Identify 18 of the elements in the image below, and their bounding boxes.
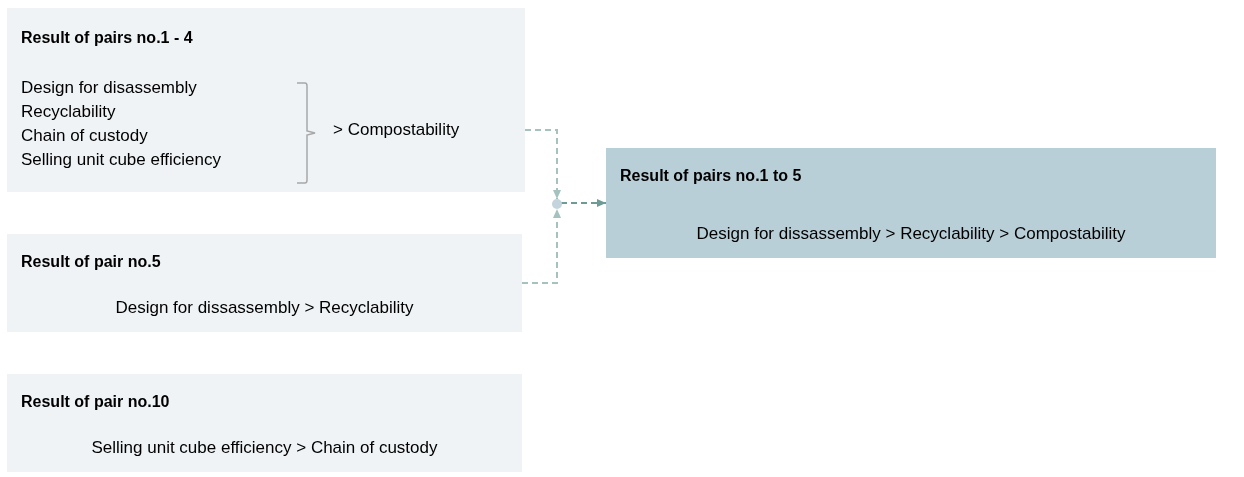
ranking-text: Design for dissassembly > Recyclability [114,296,415,319]
box-heading: Result of pairs no.1 to 5 [620,166,802,186]
box-heading: Result of pair no.10 [21,392,170,412]
connector-arrow [521,208,561,284]
result-box [7,8,525,192]
result-text: > Compostability [333,119,460,141]
connector-arrow [524,129,561,200]
result-box [7,234,522,332]
box-heading: Result of pair no.5 [21,252,161,272]
ranking-text: Design for dissassembly > Recyclability > Compostability [695,222,1127,245]
list-item: Design for disassembly [21,77,198,99]
list-item: Recyclability [21,101,117,123]
list-item: Chain of custody [21,125,149,147]
connector-arrow [561,199,607,207]
box-heading: Result of pairs no.1 - 4 [21,28,193,48]
ranking-text: Selling unit cube efficiency > Chain of custody [90,436,439,459]
list-item: Selling unit cube efficiency [21,149,222,171]
result-box [606,148,1216,258]
